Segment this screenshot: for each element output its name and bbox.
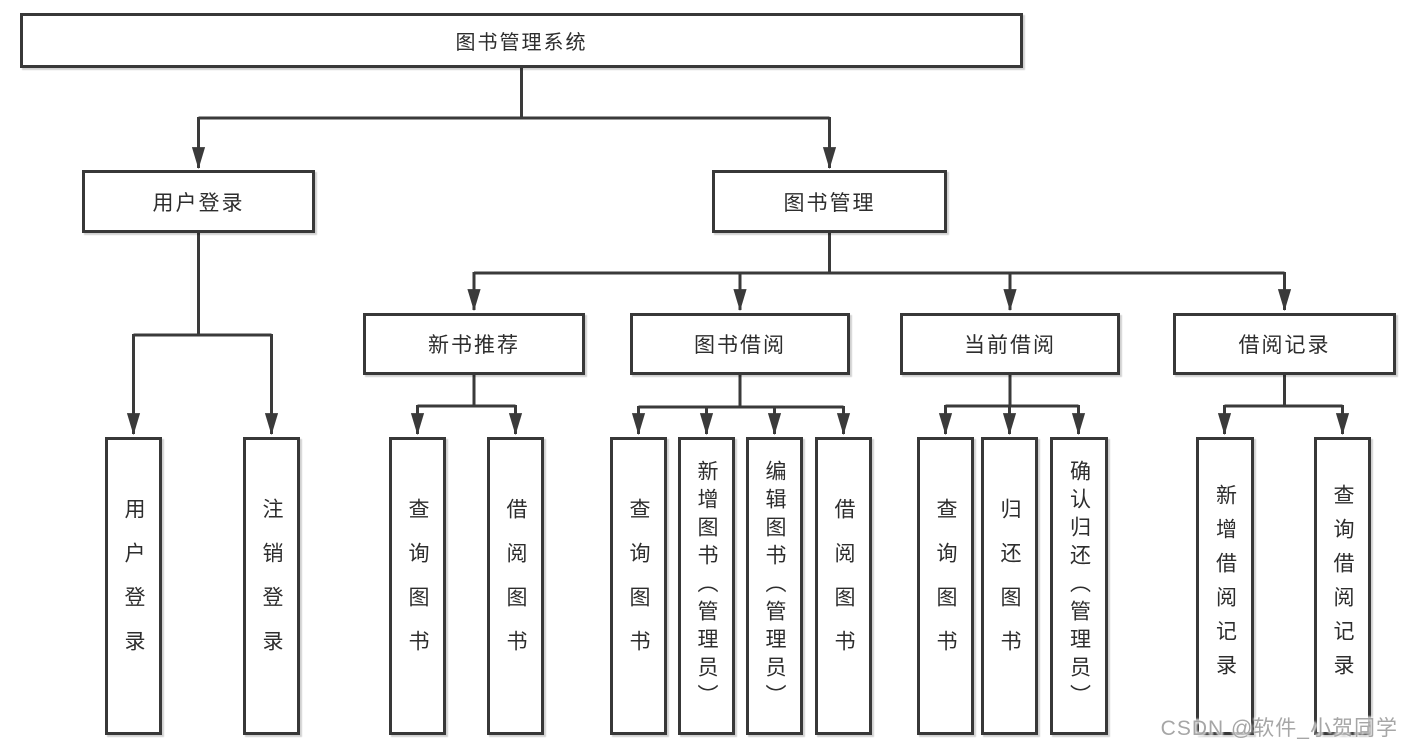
node-label: 归还图书 [998, 498, 1021, 674]
leaf-borrow-books: 借阅图书 [815, 437, 872, 735]
node-label: 图书管理 [783, 191, 876, 215]
node-label: 查询图书 [406, 498, 429, 674]
leaf-add-books-admin: 新增图书（管理员） [678, 437, 735, 735]
node-label: 编辑图书（管理员） [763, 460, 786, 712]
node-label: 注销登录 [260, 498, 283, 674]
node-label: 新书推荐 [428, 334, 520, 357]
node-label: 图书管理系统 [455, 32, 588, 54]
leaf-borrow-books-recommend: 借阅图书 [487, 437, 544, 735]
node-label: 新增图书（管理员） [695, 460, 718, 712]
leaf-query-books-current: 查询图书 [917, 437, 974, 735]
node-label: 图书借阅 [694, 334, 786, 357]
leaf-return-books: 归还图书 [981, 437, 1038, 735]
node-label: 查询图书 [627, 498, 650, 674]
node-label: 当前借阅 [964, 334, 1056, 357]
node-label: 查询图书 [934, 498, 957, 674]
node-user-login-branch: 用户登录 [82, 170, 315, 233]
leaf-confirm-return-admin: 确认归还（管理员） [1050, 437, 1108, 735]
node-label: 确认归还（管理员） [1067, 460, 1091, 712]
leaf-query-books-recommend: 查询图书 [389, 437, 446, 735]
leaf-logout: 注销登录 [243, 437, 300, 735]
leaf-query-books-borrow: 查询图书 [610, 437, 667, 735]
leaf-user-login: 用户登录 [105, 437, 162, 735]
leaf-edit-books-admin: 编辑图书（管理员） [746, 437, 803, 735]
leaf-add-borrow-record: 新增借阅记录 [1196, 437, 1254, 735]
node-borrowing-records: 借阅记录 [1173, 313, 1396, 375]
node-label: 借阅记录 [1238, 334, 1331, 357]
node-label: 新增借阅记录 [1213, 484, 1237, 688]
node-label: 查询借阅记录 [1331, 484, 1354, 688]
node-label: 用户登录 [152, 191, 245, 215]
node-new-book-recommend: 新书推荐 [363, 313, 585, 375]
node-label: 借阅图书 [504, 498, 527, 674]
node-label: 借阅图书 [832, 498, 855, 674]
leaf-query-borrow-record: 查询借阅记录 [1314, 437, 1371, 735]
node-root-system: 图书管理系统 [20, 13, 1023, 68]
csdn-watermark: CSDN @软件_小贺同学 [1160, 717, 1398, 740]
node-label: 用户登录 [122, 498, 145, 674]
node-book-management-branch: 图书管理 [712, 170, 947, 233]
node-book-borrowing: 图书借阅 [630, 313, 850, 375]
node-current-borrowing: 当前借阅 [900, 313, 1120, 375]
